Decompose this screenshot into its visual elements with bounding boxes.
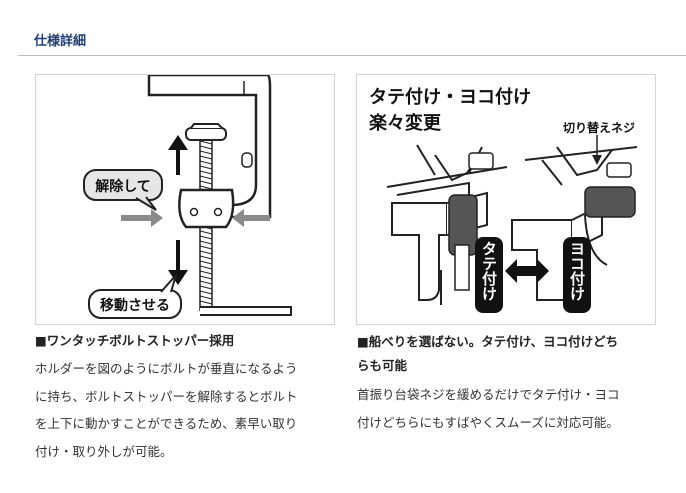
bolt-thread-mark	[199, 300, 213, 305]
bolt-thread-mark	[199, 265, 213, 270]
bolt-thread-mark	[199, 230, 213, 235]
release-label: 解除して	[95, 179, 151, 195]
feature-left-body: ホルダーを図のようにボルトが垂直になるよう に持ち、ボルトストッパーを解除すると…	[35, 355, 335, 465]
body-line: 付けどちらにもすばやくスムーズに対応可能。	[357, 414, 619, 430]
body-line: を上下に動かすことができるため、素早い取り	[35, 416, 298, 431]
body-line: 首振り台袋ネジを緩めるだけでタテ付け・ヨコ	[357, 387, 620, 402]
bolt-thread-mark	[199, 245, 213, 250]
bolt-thread-mark	[199, 285, 213, 290]
heading-line: ■船べりを選ばない。タテ付け、ヨコ付けどち	[357, 334, 619, 349]
body-line: に持ち、ボルトストッパーを解除するとボルト	[35, 388, 298, 404]
bolt-thread-mark	[199, 290, 213, 295]
bolt-thread-mark	[199, 175, 213, 180]
bolt-thread-mark	[199, 155, 213, 160]
bolt-thread-mark	[199, 235, 213, 240]
bolt-thread-mark	[199, 185, 213, 190]
bolt-thread-mark	[199, 270, 213, 275]
body-line: 付け・取り外しが可能。	[35, 443, 173, 459]
bolt-thread-mark	[199, 280, 213, 285]
orientation-title-line2: 楽々変更	[369, 113, 441, 134]
bolt-thread-mark	[199, 140, 213, 145]
feature-right-heading: ■船べりを選ばない。タテ付け、ヨコ付けどち らも可能	[357, 330, 657, 378]
vertical-mount-tag: タテ付け	[480, 241, 498, 301]
bolt-thread-mark	[199, 250, 213, 255]
heading-line: らも可能	[357, 358, 408, 373]
feature-right-body: 首振り台袋ネジを緩めるだけでタテ付け・ヨコ 付けどちらにもすばやくスムーズに対応…	[357, 381, 657, 436]
bolt-stopper-diagram: 解除して 移動させる	[35, 74, 335, 325]
bolt-thread-mark	[199, 275, 213, 280]
mounting-orientation-diagram: タテ付け・ヨコ付け 楽々変更 切り替えネジ タテ付け ヨコ付け	[356, 74, 656, 325]
bolt-thread-mark	[199, 170, 213, 175]
title-divider	[18, 55, 686, 56]
orientation-title-line1: タテ付け・ヨコ付け	[369, 87, 531, 108]
bolt-thread-mark	[199, 295, 213, 300]
bolt-thread-mark	[199, 240, 213, 245]
bolt-thread-mark	[199, 145, 213, 150]
bolt-thread-mark	[199, 150, 213, 155]
bolt-thread-mark	[199, 165, 213, 170]
switch-screw-label: 切り替えネジ	[563, 121, 636, 135]
bolt-thread-mark	[199, 160, 213, 165]
section-title: 仕様詳細	[34, 34, 87, 49]
bolt-thread-mark	[199, 180, 213, 185]
bolt-thread-mark	[199, 255, 213, 260]
body-line: ホルダーを図のようにボルトが垂直になるよう	[35, 361, 298, 376]
move-label: 移動させる	[100, 298, 170, 314]
bolt-thread-mark	[199, 260, 213, 265]
horizontal-mount-tag: ヨコ付け	[568, 241, 586, 301]
feature-left-heading: ■ワンタッチボルトストッパー採用	[35, 333, 235, 348]
